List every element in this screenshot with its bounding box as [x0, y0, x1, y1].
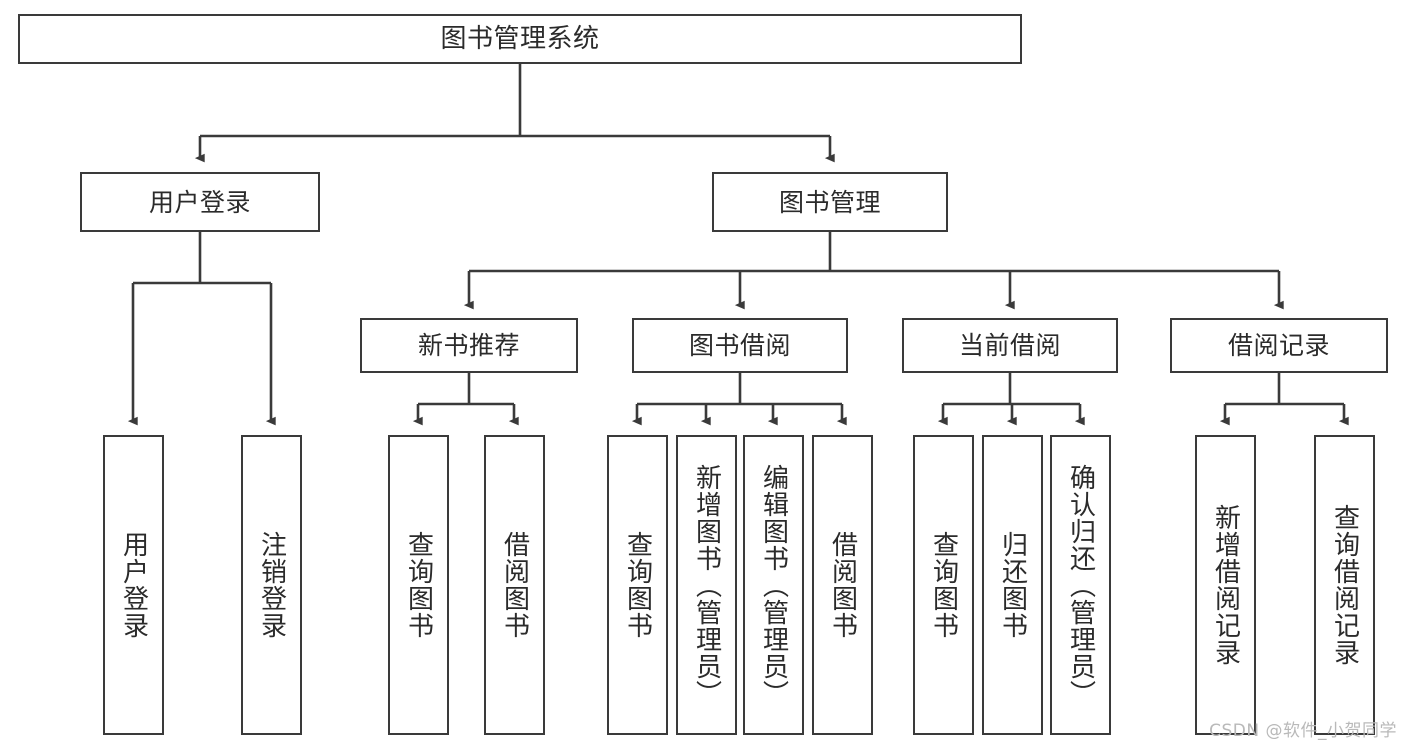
node-leaf-add-record-label: 新增借阅记录	[1210, 504, 1241, 666]
node-book-manage[interactable]: 图书管理	[712, 172, 948, 232]
node-leaf-user-logout[interactable]: 注销登录	[241, 435, 302, 735]
node-leaf-add-book-label: 新增图书（管理员）	[691, 463, 722, 707]
node-leaf-confirm-return[interactable]: 确认归还（管理员）	[1050, 435, 1111, 735]
node-book-manage-label: 图书管理	[778, 187, 881, 217]
node-current-borrow-label: 当前借阅	[958, 331, 1061, 360]
csdn-watermark: CSDN @软件_小贺同学	[1209, 721, 1397, 741]
node-leaf-query-book-3-label: 查询图书	[928, 531, 959, 639]
node-borrow-record-label: 借阅记录	[1227, 331, 1330, 360]
node-leaf-user-login[interactable]: 用户登录	[103, 435, 164, 735]
node-leaf-return-book[interactable]: 归还图书	[982, 435, 1043, 735]
node-leaf-query-book-2[interactable]: 查询图书	[607, 435, 668, 735]
node-leaf-query-book-1[interactable]: 查询图书	[388, 435, 449, 735]
node-leaf-borrow-book-1-label: 借阅图书	[499, 531, 530, 639]
node-user-login-label: 用户登录	[148, 187, 251, 217]
node-leaf-query-book-3[interactable]: 查询图书	[913, 435, 974, 735]
node-current-borrow[interactable]: 当前借阅	[902, 318, 1118, 373]
node-user-login[interactable]: 用户登录	[80, 172, 320, 232]
node-root[interactable]: 图书管理系统	[18, 14, 1022, 64]
node-borrow-record[interactable]: 借阅记录	[1170, 318, 1388, 373]
node-leaf-borrow-book-2[interactable]: 借阅图书	[812, 435, 873, 735]
node-leaf-query-record-label: 查询借阅记录	[1329, 504, 1360, 666]
node-new-book-rec-label: 新书推荐	[417, 331, 520, 360]
node-leaf-add-record[interactable]: 新增借阅记录	[1195, 435, 1256, 735]
node-leaf-confirm-return-label: 确认归还（管理员）	[1065, 463, 1096, 707]
node-leaf-query-book-2-label: 查询图书	[622, 531, 653, 639]
node-book-borrow-label: 图书借阅	[688, 331, 791, 360]
node-leaf-edit-book-label: 编辑图书（管理员）	[758, 463, 789, 707]
node-leaf-return-book-label: 归还图书	[997, 531, 1028, 639]
node-leaf-query-book-1-label: 查询图书	[403, 531, 434, 639]
node-leaf-edit-book[interactable]: 编辑图书（管理员）	[743, 435, 804, 735]
node-new-book-rec[interactable]: 新书推荐	[360, 318, 578, 373]
node-leaf-query-record[interactable]: 查询借阅记录	[1314, 435, 1375, 735]
node-leaf-borrow-book-1[interactable]: 借阅图书	[484, 435, 545, 735]
node-root-label: 图书管理系统	[440, 24, 600, 54]
node-leaf-user-logout-label: 注销登录	[256, 531, 287, 639]
node-leaf-add-book[interactable]: 新增图书（管理员）	[676, 435, 737, 735]
node-leaf-borrow-book-2-label: 借阅图书	[827, 531, 858, 639]
node-leaf-user-login-label: 用户登录	[118, 531, 149, 639]
node-book-borrow[interactable]: 图书借阅	[632, 318, 848, 373]
